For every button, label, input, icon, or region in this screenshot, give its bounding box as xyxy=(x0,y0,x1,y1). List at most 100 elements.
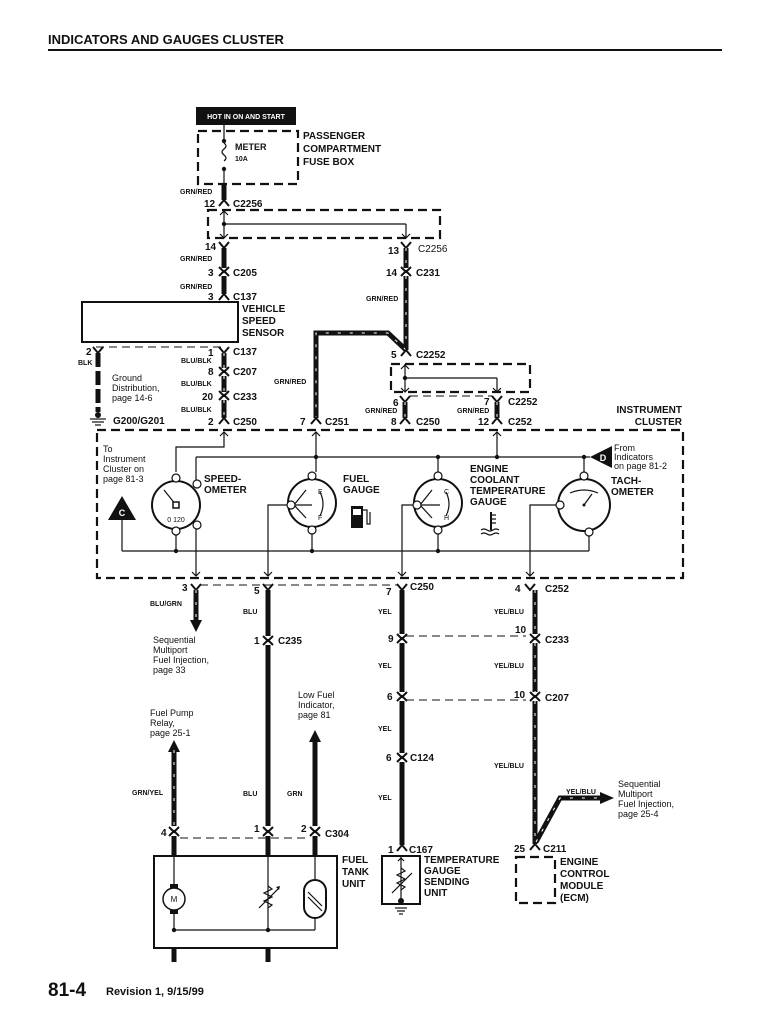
connector-c233-tach: 10 C233 xyxy=(515,625,569,646)
wire-label: YEL xyxy=(378,609,392,616)
svg-text:INSTRUMENT: INSTRUMENT xyxy=(616,405,682,416)
svg-text:GAUGE: GAUGE xyxy=(343,485,380,496)
meter-fuse: METER 10A xyxy=(221,125,267,190)
ground-distribution-ref[interactable]: Ground Distribution, page 14-6 xyxy=(112,373,160,403)
svg-text:6: 6 xyxy=(387,692,393,703)
sfi-ref-page-25-4[interactable]: Sequential Multiport Fuel Injection, pag… xyxy=(618,779,674,819)
connector-c137-top: 3 C137 xyxy=(208,292,257,303)
speedometer: 0 120 SPEED- OMETER xyxy=(151,473,248,536)
svg-text:Relay,: Relay, xyxy=(150,718,175,728)
svg-text:C207: C207 xyxy=(545,693,569,704)
connector-c304: 4 1 2 C304 xyxy=(161,824,349,840)
connector-c251: 7 C251 xyxy=(300,416,349,428)
svg-text:C207: C207 xyxy=(233,367,257,378)
svg-text:12: 12 xyxy=(204,199,216,210)
svg-text:page 81: page 81 xyxy=(298,710,331,720)
svg-text:page 14-6: page 14-6 xyxy=(112,393,153,403)
svg-text:TEMPERATURE: TEMPERATURE xyxy=(424,855,500,866)
svg-text:UNIT: UNIT xyxy=(424,888,447,899)
svg-text:To: To xyxy=(103,444,113,454)
svg-text:3: 3 xyxy=(208,292,214,303)
wire-label: YEL xyxy=(378,726,392,733)
arrow-up-fuel-pump-relay xyxy=(168,740,180,752)
svg-text:Fuel Injection,: Fuel Injection, xyxy=(618,799,674,809)
svg-text:C250: C250 xyxy=(410,582,434,593)
svg-text:5: 5 xyxy=(391,350,397,361)
svg-text:7: 7 xyxy=(300,417,306,428)
svg-text:2: 2 xyxy=(301,824,307,835)
wire-label: BLU xyxy=(243,609,257,616)
svg-text:Fuel Pump: Fuel Pump xyxy=(150,708,194,718)
svg-text:C304: C304 xyxy=(325,829,349,840)
svg-text:on page 81-2: on page 81-2 xyxy=(614,461,667,471)
wire-label: YEL xyxy=(378,795,392,802)
from-indicators-ref[interactable]: From Indicators on page 81-2 xyxy=(614,443,667,471)
svg-text:14: 14 xyxy=(205,242,217,253)
svg-text:6: 6 xyxy=(386,753,392,764)
speedo-scale: 0 120 xyxy=(167,517,185,524)
fuel-pump-motor: M xyxy=(162,884,186,914)
svg-text:F: F xyxy=(318,515,322,522)
connector-c124: 6 C124 xyxy=(386,752,434,764)
instrument-cluster: INSTRUMENT CLUSTER xyxy=(95,405,685,580)
connector-c205: 3 C205 xyxy=(208,266,257,279)
marker-c-to-cluster[interactable]: C xyxy=(108,496,136,520)
svg-text:3: 3 xyxy=(208,268,214,279)
connector-c250-bottom: 7 C250 xyxy=(386,582,434,598)
svg-text:HOT IN ON AND START: HOT IN ON AND START xyxy=(207,114,285,121)
fuel-pump-relay-ref[interactable]: Fuel Pump Relay, page 25-1 xyxy=(150,708,194,738)
svg-text:7: 7 xyxy=(484,397,490,408)
marker-d-from-indicators[interactable]: D xyxy=(588,446,612,468)
to-instrument-cluster-ref[interactable]: To Instrument Cluster on page 81-3 xyxy=(103,444,146,484)
svg-text:page 25-4: page 25-4 xyxy=(618,809,659,819)
svg-text:25: 25 xyxy=(514,844,526,855)
fuse-name: METER xyxy=(235,142,267,152)
svg-text:C233: C233 xyxy=(233,392,257,403)
coolant-temperature-icon xyxy=(480,512,500,536)
wire-label: YEL/BLU xyxy=(566,789,596,796)
engine-coolant-temperature-gauge: C H ENGINE COOLANT TEMPERATURE GAUGE xyxy=(412,464,546,535)
svg-text:4: 4 xyxy=(161,828,167,839)
svg-text:C2256: C2256 xyxy=(418,244,448,255)
sfi-ref-page-33[interactable]: Sequential Multiport Fuel Injection, pag… xyxy=(153,635,209,675)
svg-text:UNIT: UNIT xyxy=(342,879,365,890)
connector-c207-ect: 6 xyxy=(387,691,408,703)
arrow-down-sfi xyxy=(190,620,202,632)
svg-text:FUEL: FUEL xyxy=(343,474,369,485)
svg-text:C250: C250 xyxy=(416,417,440,428)
svg-text:PASSENGER: PASSENGER xyxy=(303,131,366,142)
svg-text:GAUGE: GAUGE xyxy=(470,497,507,508)
svg-text:20: 20 xyxy=(202,392,214,403)
fuse-rating: 10A xyxy=(235,156,248,163)
svg-text:FUSE BOX: FUSE BOX xyxy=(303,157,354,168)
svg-text:M: M xyxy=(171,895,178,904)
svg-text:Indicators: Indicators xyxy=(614,452,654,462)
svg-text:10: 10 xyxy=(515,625,527,636)
svg-text:14: 14 xyxy=(386,268,398,279)
svg-text:G200/G201: G200/G201 xyxy=(113,416,165,427)
svg-text:H: H xyxy=(444,515,449,522)
svg-text:Sequential: Sequential xyxy=(153,635,196,645)
svg-text:C2252: C2252 xyxy=(416,350,446,361)
svg-text:8: 8 xyxy=(208,367,214,378)
svg-text:ENGINE: ENGINE xyxy=(470,464,509,475)
wire-label: GRN/RED xyxy=(365,408,397,415)
svg-text:C137: C137 xyxy=(233,347,257,358)
svg-text:E: E xyxy=(318,489,323,496)
connector-c2256-top: 12 C2256 xyxy=(204,198,263,210)
arrow-up-low-fuel xyxy=(309,730,321,742)
page-title: INDICATORS AND GAUGES CLUSTER xyxy=(48,32,285,47)
svg-text:C124: C124 xyxy=(410,753,434,764)
svg-text:C205: C205 xyxy=(233,268,257,279)
svg-text:C137: C137 xyxy=(233,292,257,303)
svg-text:Indicator,: Indicator, xyxy=(298,700,335,710)
page-number: 81-4 xyxy=(48,980,86,1001)
ground-g200-g201: G200/G201 xyxy=(90,412,165,427)
svg-text:BLK: BLK xyxy=(78,360,92,367)
svg-text:COOLANT: COOLANT xyxy=(470,475,519,486)
arrow-right-sfi xyxy=(600,792,614,804)
connector-c252-bottom: 4 C252 xyxy=(515,583,569,595)
svg-text:1: 1 xyxy=(388,845,394,856)
svg-text:D: D xyxy=(600,453,607,463)
low-fuel-indicator-ref[interactable]: Low Fuel Indicator, page 81 xyxy=(298,690,335,720)
